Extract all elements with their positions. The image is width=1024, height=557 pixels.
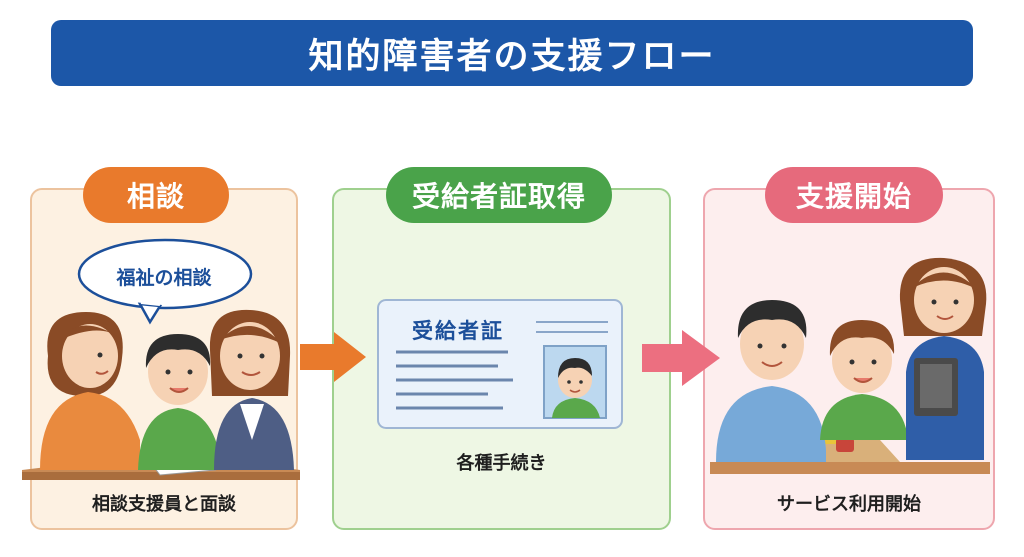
staff-woman-figure	[899, 257, 987, 460]
step-label-certificate: 受給者証取得	[386, 167, 612, 223]
arrow-right-icon	[642, 330, 720, 386]
boy-figure	[138, 334, 222, 470]
parent-figure	[209, 309, 294, 470]
staff-man-figure	[716, 300, 826, 462]
certificate-card	[377, 299, 623, 429]
step-label-consultation: 相談	[83, 167, 229, 223]
certificate-card-title: 受給者証	[412, 319, 504, 343]
arrow-right-icon	[300, 332, 366, 382]
counselor-figure	[40, 312, 140, 470]
speech-bubble-text: 福祉の相談	[116, 267, 212, 289]
step-label-support-start: 支援開始	[765, 167, 943, 223]
step-caption-support-start: サービス利用開始	[777, 494, 921, 515]
speech-bubble	[77, 238, 253, 325]
step-caption-certificate: 各種手続き	[456, 453, 547, 474]
boy-figure	[820, 320, 908, 440]
step-caption-consultation: 相談支援員と面談	[92, 494, 236, 515]
page-title: 知的障害者の支援フロー	[51, 20, 973, 86]
